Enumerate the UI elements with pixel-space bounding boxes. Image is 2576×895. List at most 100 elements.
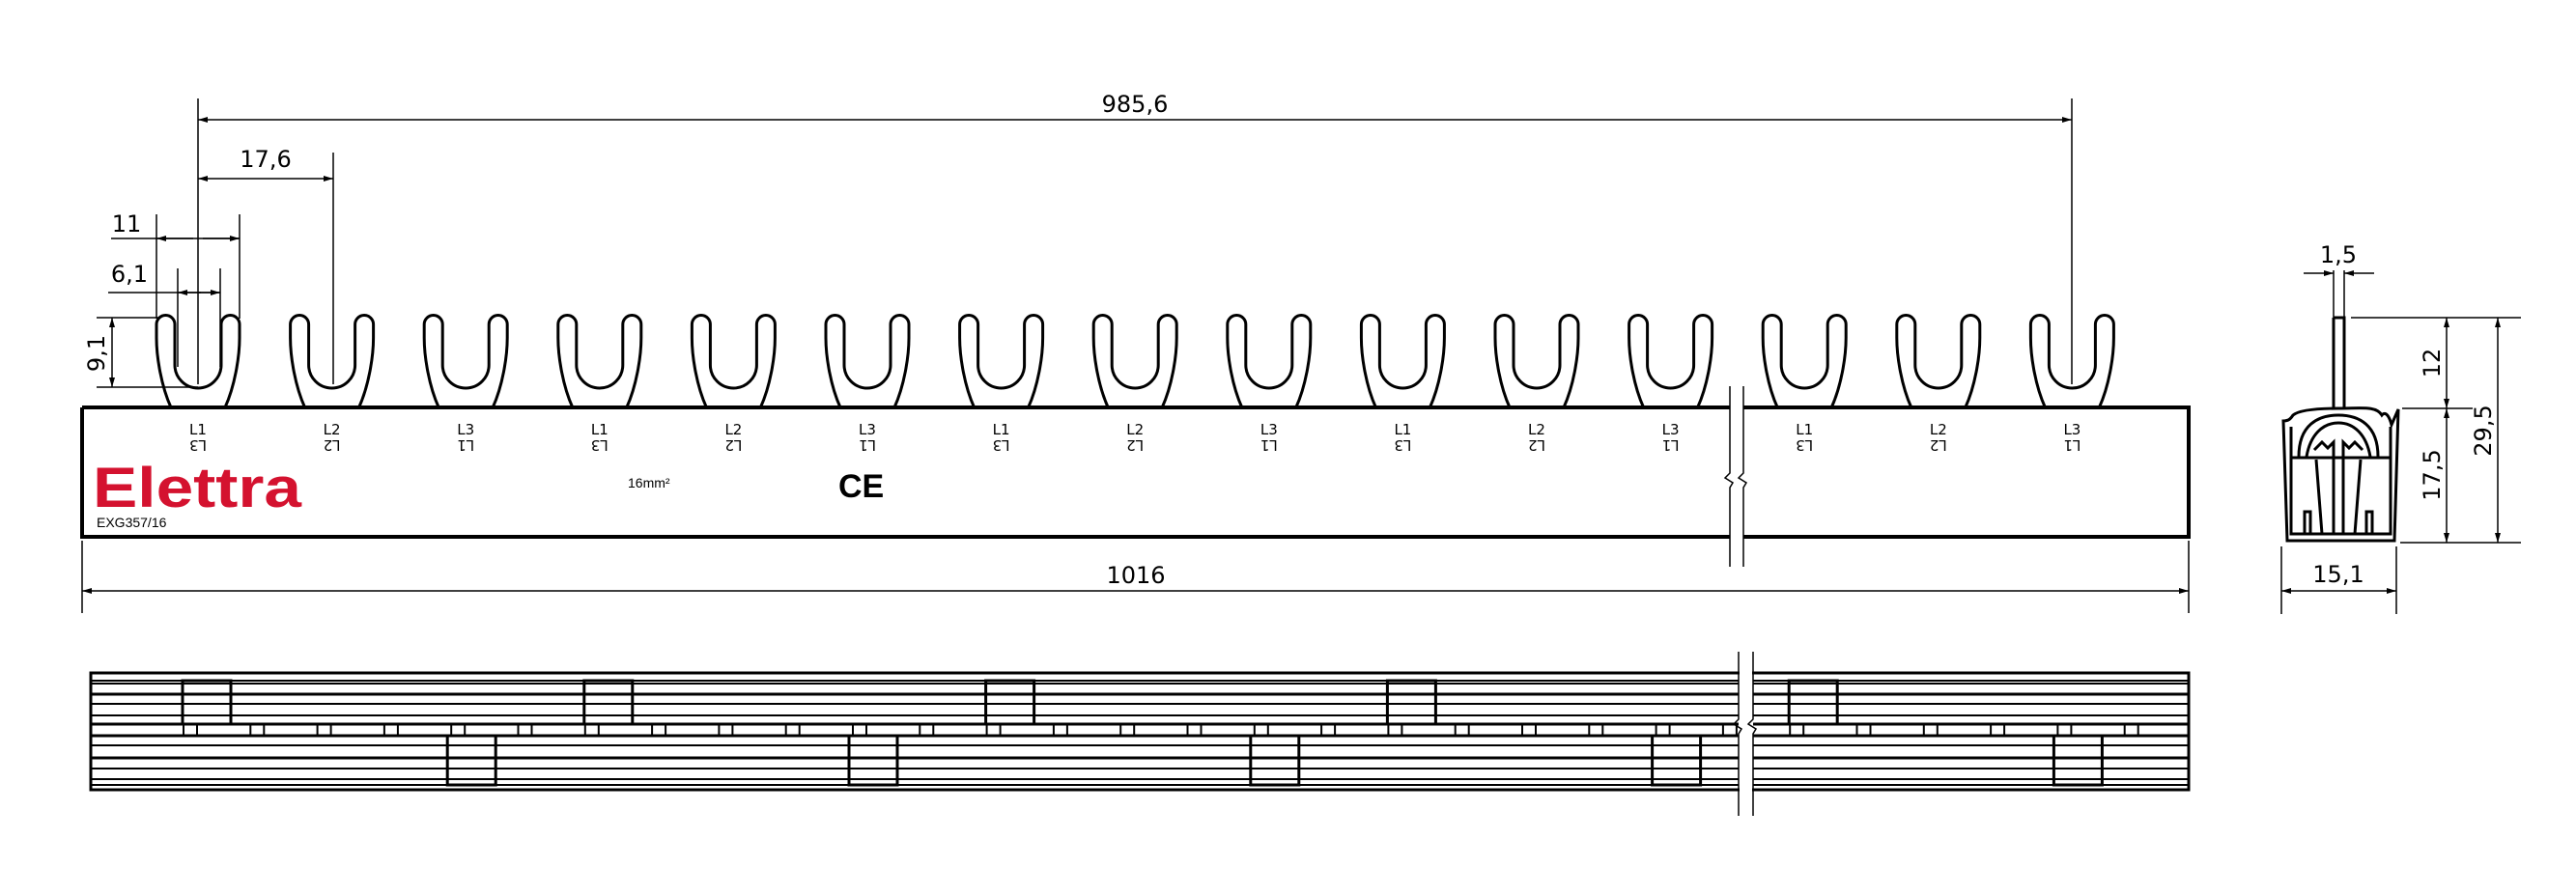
- rib-slot: [583, 723, 600, 737]
- rib-slot: [1387, 723, 1403, 737]
- rib-slot: [1521, 723, 1537, 737]
- rib-slot: [1990, 723, 2006, 737]
- phase-label-bottom: L1: [1260, 436, 1278, 454]
- break-lines: [1723, 386, 1748, 567]
- dimension-label: 6,1: [111, 261, 148, 288]
- bottom-view-outline: [89, 671, 2191, 792]
- phase-label-bottom: L1: [1662, 436, 1680, 454]
- phase-label-bottom: L2: [1930, 436, 1947, 454]
- housing-profile: [2281, 406, 2400, 543]
- lower-window: [445, 734, 497, 787]
- rib-slot: [1253, 723, 1269, 737]
- rib-slot: [1721, 723, 1738, 737]
- dimension-pitch: 17,6: [198, 146, 334, 384]
- ce-mark: CE: [838, 468, 884, 505]
- phase-label-top: L1: [993, 421, 1010, 438]
- phase-label-bottom: L3: [189, 436, 207, 454]
- lower-window: [847, 734, 899, 787]
- rib-slot: [985, 723, 1002, 737]
- phase-label-bottom: L2: [724, 436, 742, 454]
- fork-terminal: [824, 314, 911, 408]
- rib-slot: [183, 723, 198, 737]
- break-lines: [1732, 652, 1758, 816]
- phase-label-top: L1: [189, 421, 207, 438]
- rib-slot: [1320, 723, 1337, 737]
- fork-terminals: [155, 314, 2115, 408]
- rib-slot: [1855, 723, 1872, 737]
- dimension-total-height: 29,5: [2470, 318, 2501, 543]
- rib-slot: [1119, 723, 1136, 737]
- rib-slot: [1186, 723, 1203, 737]
- phase-label-top: L3: [457, 421, 474, 438]
- phase-label-top: L1: [591, 421, 609, 438]
- busbar-body: [80, 406, 2191, 539]
- dimension-label: 985,6: [1102, 91, 1169, 118]
- phase-label-bottom: L2: [324, 436, 341, 454]
- phase-label-top: L3: [1260, 421, 1278, 438]
- fork-terminal: [1091, 314, 1178, 408]
- dimension-blade-thickness: 1,5: [2304, 241, 2374, 318]
- dimension-slot-depth: 9,1: [83, 317, 198, 388]
- dimension-blade-height: 12: [2419, 318, 2449, 408]
- phase-label-top: L3: [1662, 421, 1680, 438]
- lower-window: [2052, 734, 2104, 787]
- fork-terminal: [1761, 314, 1848, 408]
- blade-profile: [2332, 316, 2346, 408]
- fork-terminal: [1226, 314, 1313, 408]
- fork-terminal: [1895, 314, 1982, 408]
- dimension-label: 17,5: [2419, 449, 2446, 500]
- fork-terminal: [289, 314, 376, 408]
- rib-slot: [1454, 723, 1470, 737]
- phase-label-top: L3: [2063, 421, 2081, 438]
- phase-label-bottom: L3: [1394, 436, 1411, 454]
- rib-slot: [1052, 723, 1068, 737]
- phase-label-top: L2: [1528, 421, 1545, 438]
- dimension-body-height: 17,5: [2419, 408, 2449, 543]
- dimension-label: 9,1: [83, 335, 110, 372]
- upper-window: [181, 679, 233, 726]
- phase-label-top: L3: [859, 421, 876, 438]
- part-number: EXG357/16: [97, 515, 167, 530]
- phase-label-bottom: L2: [1528, 436, 1545, 454]
- rib-slot: [718, 723, 734, 737]
- dimension-label: 15,1: [2312, 561, 2364, 588]
- dimension-body-width: 15,1: [2280, 546, 2397, 614]
- phase-label-bottom: L1: [457, 436, 474, 454]
- rib-slot: [382, 723, 399, 737]
- phase-label-bottom: L1: [2063, 436, 2081, 454]
- cross-section-label: 16mm²: [628, 475, 670, 490]
- rib-slot: [1922, 723, 1939, 737]
- fork-terminal: [1493, 314, 1580, 408]
- rib-slot: [450, 723, 467, 737]
- fork-terminal: [2028, 314, 2115, 408]
- rib-slot: [784, 723, 801, 737]
- fork-terminal: [155, 314, 241, 408]
- phase-label-top: L1: [1394, 421, 1411, 438]
- dimension-total-length: 1016: [81, 541, 2190, 613]
- brand-logo: Elettra: [93, 457, 302, 519]
- phase-label-top: L2: [324, 421, 341, 438]
- phase-label-bottom: L3: [1796, 436, 1813, 454]
- lower-window: [1651, 734, 1703, 787]
- phase-label-top: L2: [1126, 421, 1144, 438]
- rib-slot: [919, 723, 935, 737]
- rib-slot: [651, 723, 667, 737]
- phase-label-bottom: L2: [1126, 436, 1144, 454]
- rib-slot: [2123, 723, 2139, 737]
- extension-lines: [2351, 317, 2521, 544]
- dimension-slot-width: 6,1: [108, 261, 221, 367]
- bottom-view: [89, 652, 2191, 816]
- rib-slot: [2056, 723, 2073, 737]
- fork-terminal: [556, 314, 643, 408]
- upper-window: [582, 679, 635, 726]
- dimension-fork-width: 11: [111, 210, 241, 319]
- dimension-label: 11: [112, 210, 142, 238]
- phase-label-top: L1: [1796, 421, 1813, 438]
- phase-labels: L1L3L2L2L3L1L1L3L2L2L3L1L1L3L2L2L3L1L1L3…: [189, 421, 2081, 454]
- dimension-label: 12: [2419, 349, 2446, 378]
- dimension-overall-pitch: 985,6: [197, 91, 2073, 384]
- dimension-label: 17,6: [240, 146, 291, 173]
- fork-terminal: [1628, 314, 1714, 408]
- break-gap: [1740, 652, 1752, 816]
